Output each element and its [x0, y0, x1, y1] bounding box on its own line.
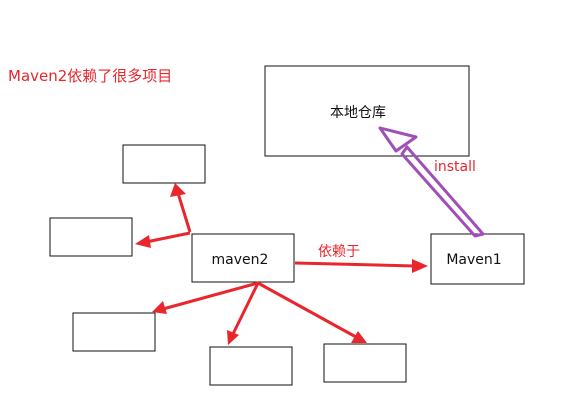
arrow-line-depends-on	[294, 261, 416, 268]
install-arrowhead	[378, 126, 418, 153]
install-arrow	[378, 126, 485, 238]
dependency-box-left	[49, 217, 133, 257]
dependency-arrows	[135, 183, 428, 345]
arrowhead-top	[170, 183, 186, 197]
arrow-line-bottom-middle	[231, 282, 260, 335]
arrow-line-left	[145, 231, 191, 244]
install-arrow-shaft	[400, 145, 485, 238]
arrow-line-top	[176, 192, 192, 233]
arrowhead-bottom-right	[351, 331, 367, 343]
arrow-line-bottom-left	[162, 281, 259, 311]
repo-label: 本地仓库	[330, 105, 386, 121]
maven2-box	[191, 233, 295, 283]
arrowhead-bottom-middle	[227, 330, 239, 345]
maven1-label: Maven1	[446, 252, 501, 268]
arrow-line-bottom-right	[257, 281, 357, 339]
arrowhead-bottom-left	[152, 301, 167, 314]
diagram-title: Maven2依赖了很多项目	[8, 67, 172, 85]
dependency-box-bottom-right	[323, 343, 407, 383]
install-label: install	[434, 159, 476, 175]
dependency-box-bottom-middle	[209, 346, 293, 386]
dependency-box-top	[122, 144, 206, 184]
maven2-label: maven2	[212, 252, 269, 268]
dependency-box-bottom-left	[72, 312, 156, 352]
arrowhead-depends-on	[412, 259, 428, 273]
repo-box	[264, 65, 470, 157]
depends-on-label: 依赖于	[318, 244, 360, 260]
arrowhead-left	[135, 235, 151, 248]
